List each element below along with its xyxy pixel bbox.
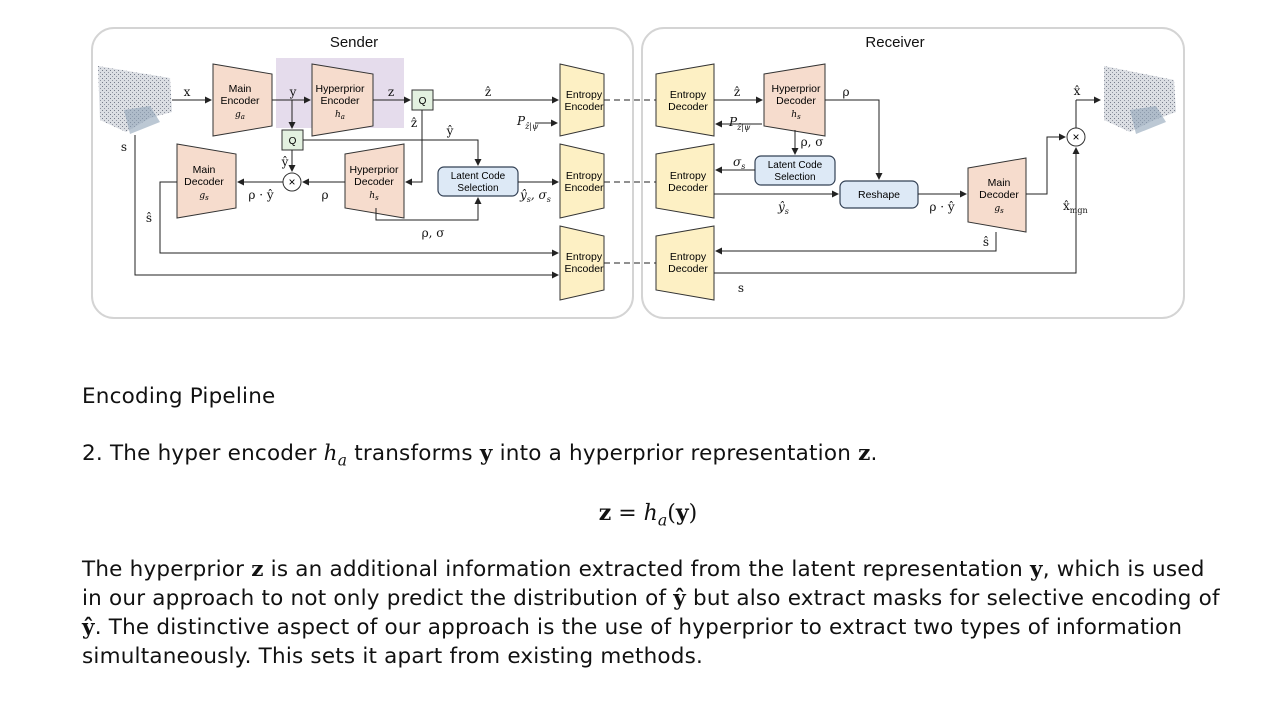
latent-code-selection-sender: Latent Code Selection (437, 166, 519, 197)
svg-text:ẑ: ẑ (734, 85, 740, 99)
svg-text:Decoder: Decoder (776, 95, 816, 107)
svg-text:hs: hs (369, 191, 379, 202)
svg-text:z: z (388, 85, 394, 99)
svg-text:gs: gs (994, 204, 1004, 215)
entropy-encoder-3: Entropy Encoder (559, 225, 605, 301)
svg-text:Decoder: Decoder (184, 176, 224, 188)
svg-text:ŝ: ŝ (146, 211, 152, 225)
svg-text:×: × (1072, 130, 1079, 144)
svg-text:ŷ: ŷ (446, 124, 454, 138)
svg-text:Selection: Selection (457, 183, 498, 194)
svg-text:gs: gs (199, 191, 209, 202)
svg-text:Decoder: Decoder (668, 182, 708, 194)
svg-text:ha: ha (335, 110, 345, 121)
hyperprior-decoder-sender: Hyperprior Decoder hs (344, 143, 405, 219)
svg-text:ẑ: ẑ (485, 85, 491, 99)
svg-text:x̂: x̂ (1074, 84, 1081, 98)
svg-text:Decoder: Decoder (668, 263, 708, 275)
svg-text:Entropy: Entropy (670, 89, 707, 101)
svg-text:ŷ: ŷ (281, 155, 289, 169)
svg-text:Decoder: Decoder (354, 176, 394, 188)
section-heading: Encoding Pipeline (82, 384, 276, 409)
svg-text:Entropy: Entropy (670, 251, 707, 263)
step-description: 2. The hyper encoder ha transforms y int… (82, 441, 878, 470)
connection-lines (134, 96, 1101, 279)
reshape-block: Reshape (839, 180, 919, 209)
main-decoder-sender: Main Decoder gs (176, 143, 237, 219)
entropy-encoder-1: Entropy Encoder (559, 63, 605, 137)
entropy-decoder-2: Entropy Decoder (655, 143, 715, 219)
svg-text:Main: Main (229, 83, 252, 95)
receiver-panel (641, 27, 1185, 319)
svg-text:Main: Main (988, 177, 1011, 189)
svg-text:ŷs: ŷs (777, 200, 789, 216)
entropy-encoder-2: Entropy Encoder (559, 143, 605, 219)
svg-text:Hyperprior: Hyperprior (349, 164, 399, 176)
svg-text:ρ: ρ (842, 85, 849, 99)
svg-text:ρ · ŷ: ρ · ŷ (929, 200, 954, 214)
main-decoder-receiver: Main Decoder gs (967, 157, 1027, 233)
svg-text:ẑ: ẑ (411, 116, 417, 130)
svg-text:Hyperprior: Hyperprior (315, 83, 365, 95)
svg-text:ŷs, σs: ŷs, σs (519, 188, 551, 204)
svg-text:y: y (289, 85, 297, 99)
svg-text:hs: hs (791, 110, 801, 121)
svg-text:Encoder: Encoder (564, 182, 604, 194)
diagram-labels: x y z ẑ ẑ ŷ ŷ s ŝ ρ ρ · ŷ ρ, σ ŷs, σs Pẑ… (121, 84, 1088, 295)
svg-text:ρ: ρ (321, 188, 328, 202)
svg-text:Entropy: Entropy (566, 170, 603, 182)
svg-text:Entropy: Entropy (670, 170, 707, 182)
entropy-decoder-3: Entropy Decoder (655, 225, 715, 301)
svg-text:Entropy: Entropy (566, 89, 603, 101)
svg-text:ρ · ŷ: ρ · ŷ (248, 188, 273, 202)
svg-text:Decoder: Decoder (668, 101, 708, 113)
svg-text:Pẑ|ψ: Pẑ|ψ (516, 114, 539, 131)
quantizer-y: Q (281, 129, 304, 151)
svg-text:ŝ: ŝ (983, 235, 989, 249)
svg-text:s: s (738, 281, 744, 295)
svg-text:Reshape: Reshape (858, 189, 900, 201)
svg-text:ρ, σ: ρ, σ (801, 135, 824, 149)
svg-text:Selection: Selection (774, 172, 815, 183)
svg-text:x: x (184, 85, 191, 99)
receiver-title: Receiver (865, 34, 924, 51)
svg-text:Entropy: Entropy (566, 251, 603, 263)
svg-text:Latent Code: Latent Code (768, 160, 823, 171)
quantizer-z: Q (411, 89, 434, 111)
svg-text:Encoder: Encoder (220, 95, 260, 107)
hyperprior-equation: z = ha(y) (598, 500, 698, 530)
reconstructed-point-cloud-image (1104, 66, 1176, 134)
multiply-node-sender: × (282, 172, 302, 192)
svg-text:×: × (288, 175, 295, 189)
svg-text:Encoder: Encoder (564, 101, 604, 113)
svg-text:Encoder: Encoder (564, 263, 604, 275)
input-point-cloud-image (98, 66, 172, 134)
entropy-decoder-1: Entropy Decoder (655, 63, 715, 137)
svg-text:Q: Q (419, 96, 427, 107)
svg-text:ga: ga (235, 110, 245, 121)
svg-text:Encoder: Encoder (320, 95, 360, 107)
svg-text:Latent Code: Latent Code (451, 171, 506, 182)
hyperprior-encoder: Hyperprior Encoder ha (311, 63, 374, 137)
svg-text:Q: Q (289, 136, 297, 147)
explanation-paragraph: The hyperprior z is an additional inform… (82, 557, 1220, 669)
svg-text:ρ, σ: ρ, σ (422, 226, 445, 240)
hyperprior-decoder-receiver: Hyperprior Decoder hs (763, 63, 826, 137)
svg-text:Hyperprior: Hyperprior (771, 83, 821, 95)
sender-title: Sender (330, 34, 378, 51)
compression-pipeline-diagram: Sender Receiver Main Encoder ga Hyperpri… (91, 27, 1185, 319)
latent-code-selection-receiver: Latent Code Selection (754, 155, 836, 186)
svg-text:Main: Main (193, 164, 216, 176)
svg-text:s: s (121, 140, 127, 154)
multiply-node-receiver: × (1066, 127, 1086, 147)
svg-text:Decoder: Decoder (979, 189, 1019, 201)
main-encoder: Main Encoder ga (212, 63, 273, 137)
